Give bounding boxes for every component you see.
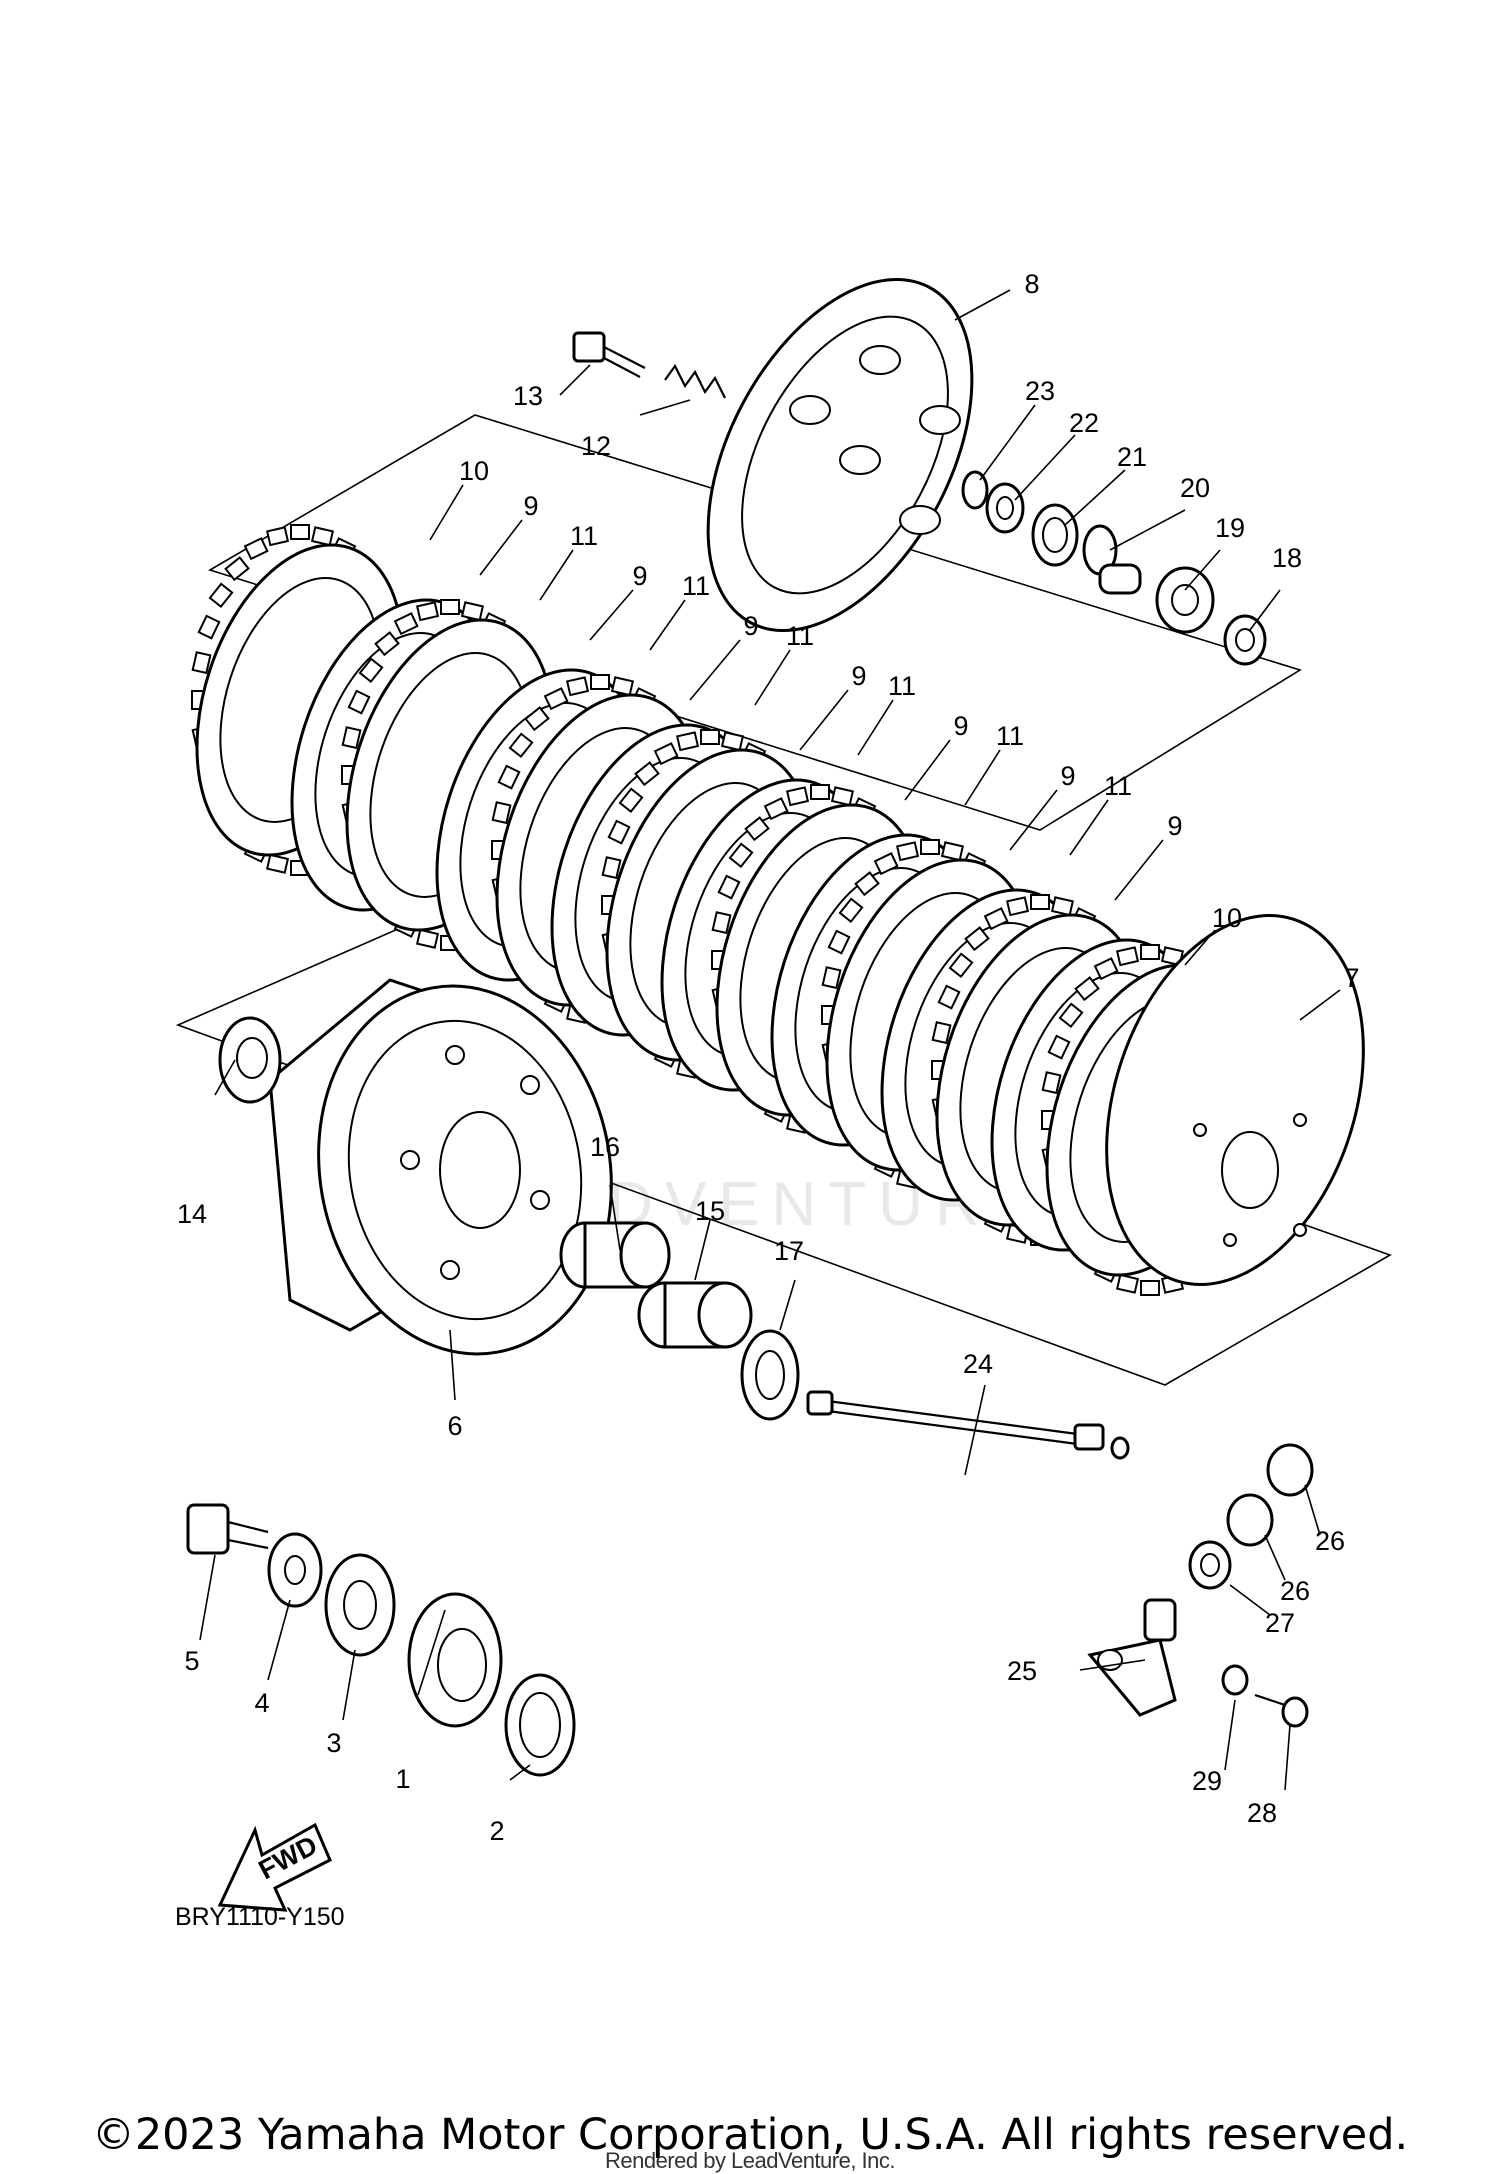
callout-label: 22: [1069, 408, 1099, 438]
bearing-26b: [1226, 1493, 1274, 1547]
needle-bearing-16: [559, 1221, 671, 1289]
callout-label: 24: [963, 1349, 993, 1379]
copyright-notice: ©2023 Yamaha Motor Corporation, U.S.A. A…: [91, 2110, 1409, 2160]
callout-label: 9: [743, 611, 758, 641]
callout-label: 13: [513, 381, 543, 411]
callout-label: 26: [1280, 1576, 1310, 1606]
pressure-plate: [706, 277, 974, 633]
thrust-washer-17: [740, 1329, 800, 1421]
clutch-housing-outline: [175, 914, 1392, 1386]
callout-label: 2: [489, 1816, 504, 1846]
callout-label: 9: [1060, 761, 1075, 791]
callout-label: 4: [254, 1688, 269, 1718]
plate-stack-outline: [208, 414, 1302, 831]
callout-label: 17: [774, 1236, 804, 1266]
callout-label: 11: [1104, 771, 1132, 801]
callout-label: 11: [682, 571, 710, 601]
rendered-by-credit: Rendered by LeadVenture, Inc.: [604, 2148, 896, 2173]
callout-label: 29: [1192, 1766, 1222, 1796]
washer-22: [985, 482, 1025, 534]
callout-label: 7: [1344, 963, 1359, 993]
clutch-housing-6: [268, 978, 613, 1356]
callout-label: 10: [459, 456, 489, 486]
callout-label: 9: [851, 661, 866, 691]
callout-label: 19: [1215, 513, 1245, 543]
spacer-15: [637, 1281, 753, 1349]
gear-3: [324, 1553, 396, 1657]
oil-seal-27: [1188, 1540, 1232, 1590]
plate-14: [218, 1016, 282, 1104]
lock-washer-18: [1223, 614, 1267, 666]
callout-label: 3: [326, 1728, 341, 1758]
callout-label: 15: [695, 1196, 725, 1226]
push-rod-20: [1082, 524, 1142, 595]
callout-label: 14: [177, 1199, 207, 1229]
callout-label: 9: [953, 711, 968, 741]
bolt-5: [186, 1503, 269, 1555]
fwd-arrow-icon: FWD: [217, 1822, 332, 1912]
bolt-13: [572, 331, 646, 378]
callout-label: 11: [888, 671, 916, 701]
bearing-26a: [1266, 1443, 1314, 1497]
push-lever-25: [1087, 1598, 1177, 1717]
callout-label: 9: [632, 561, 647, 591]
callout-label: 16: [590, 1132, 620, 1162]
bolt-28: [1254, 1693, 1309, 1728]
callout-label: 10: [1212, 903, 1242, 933]
callout-label: 1: [395, 1764, 410, 1794]
push-rod-24: [806, 1390, 1130, 1460]
callout-label: 9: [1167, 811, 1182, 841]
callout-label: 5: [184, 1646, 199, 1676]
washer-29: [1221, 1664, 1249, 1696]
callout-label: 27: [1265, 1608, 1295, 1638]
bearing-2: [504, 1673, 576, 1777]
callout-label: 20: [1180, 473, 1210, 503]
clutch-boss-7: [1105, 914, 1365, 1286]
callout-label: 21: [1117, 442, 1147, 472]
callout-label: 23: [1025, 376, 1055, 406]
callout-label: 12: [581, 431, 611, 461]
nut-19: [1155, 566, 1215, 634]
washer-4: [267, 1532, 323, 1608]
callout-label: 8: [1024, 269, 1039, 299]
bearing-21: [1031, 503, 1079, 567]
callout-label: 11: [786, 621, 814, 651]
callout-label: 18: [1272, 543, 1302, 573]
diagram-code: BRY1110-Y150: [175, 1903, 345, 1931]
circlip-23: [961, 470, 989, 510]
callout-label: 25: [1007, 1656, 1037, 1686]
primary-drive-gear-1: [407, 1592, 503, 1728]
callout-label: 26: [1315, 1526, 1345, 1556]
spring-12: [664, 363, 726, 399]
callout-label: 28: [1247, 1798, 1277, 1828]
callout-label: 11: [996, 721, 1024, 751]
callout-label: 11: [570, 521, 598, 551]
callout-label: 6: [447, 1411, 462, 1441]
callout-label: 9: [523, 491, 538, 521]
